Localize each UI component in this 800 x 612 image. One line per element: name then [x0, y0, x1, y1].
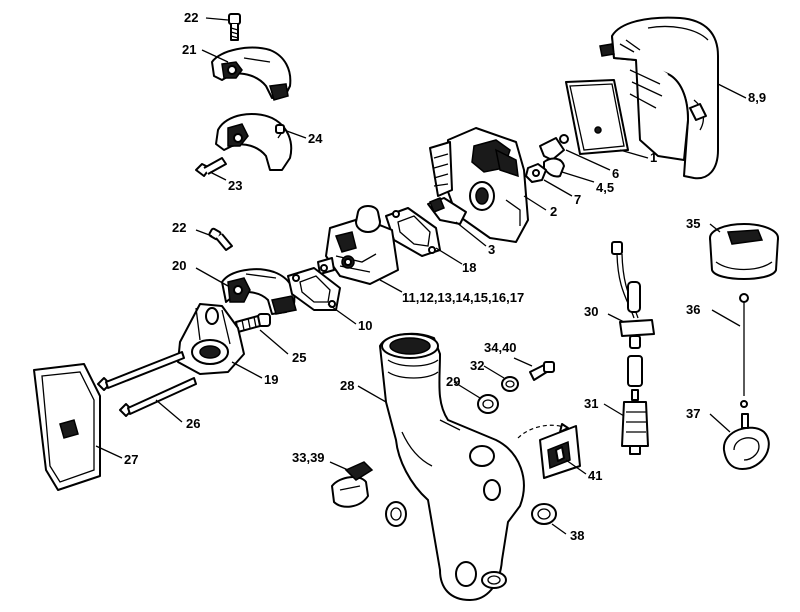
callout-4-5: 4,5 [596, 180, 614, 195]
callout-33-39: 33,39 [292, 450, 325, 465]
callout-30: 30 [584, 304, 598, 319]
part-29-grommet [477, 394, 499, 414]
part-19-manifold [177, 303, 245, 375]
part-36-retainer [739, 293, 749, 408]
part-10-gasket [287, 267, 341, 311]
callout-11-17: 11,12,13,14,15,16,17 [402, 290, 524, 305]
callout-8-9: 8,9 [748, 90, 766, 105]
callout-32: 32 [470, 358, 484, 373]
part-11-17-carburetor [317, 205, 403, 293]
part-25-screw [235, 313, 271, 333]
callout-20: 20 [172, 258, 186, 273]
part-34-40-screw [529, 361, 555, 381]
part-31-fuel-filter [621, 389, 649, 455]
callout-2: 2 [550, 204, 557, 219]
part-26-bolt-long-a [97, 351, 185, 391]
callout-22-middle: 22 [172, 220, 186, 235]
part-30-fuel-line [611, 241, 655, 387]
callout-25: 25 [292, 350, 306, 365]
part-20-shroud [221, 268, 297, 315]
callout-24: 24 [308, 131, 323, 146]
callout-26: 26 [186, 416, 200, 431]
callout-28: 28 [340, 378, 354, 393]
callout-3: 3 [488, 242, 495, 257]
part-24-shroud-lower [215, 113, 293, 171]
callout-23: 23 [228, 178, 242, 193]
callout-18: 18 [462, 260, 476, 275]
callout-36: 36 [686, 302, 700, 317]
part-6-bracket [539, 134, 569, 161]
callout-34-40: 34,40 [484, 340, 517, 355]
callout-41: 41 [588, 468, 602, 483]
part-7-nut [525, 163, 547, 183]
part-2-filter-housing [429, 127, 529, 243]
part-22-screw-top [228, 13, 241, 41]
callout-37: 37 [686, 406, 700, 421]
part-4-5-clip [543, 157, 565, 178]
callout-22-top: 22 [184, 10, 198, 25]
callout-29: 29 [446, 374, 460, 389]
part-27-heat-shield [33, 363, 101, 491]
part-21-shroud-half [211, 46, 292, 101]
callout-19: 19 [264, 372, 278, 387]
part-38-mount-left [385, 501, 407, 527]
part-33-39-clip [331, 461, 374, 508]
part-28-housing [379, 332, 525, 601]
callout-35: 35 [686, 216, 700, 231]
leader-lines [95, 17, 747, 535]
part-37-strap [722, 413, 770, 470]
part-32-fitting [501, 376, 519, 392]
part-38-mount-bottom [481, 571, 507, 589]
callout-6: 6 [612, 166, 619, 181]
part-38-mount-right [531, 503, 557, 525]
part-35-fuel-cap [709, 223, 779, 280]
part-1-air-filter [565, 79, 629, 155]
callout-7: 7 [574, 192, 581, 207]
callout-31: 31 [584, 396, 598, 411]
callout-1: 1 [650, 150, 657, 165]
part-8-9-cover [599, 16, 719, 180]
callout-38: 38 [570, 528, 584, 543]
callout-labels: 22 21 24 23 8,9 1 6 4,5 7 2 3 18 35 36 3… [124, 10, 766, 543]
part-41-label [517, 423, 581, 479]
part-23-screw [195, 157, 227, 177]
part-3-choke-lever [427, 197, 467, 225]
part-22-screw-middle [208, 227, 233, 251]
callout-10: 10 [358, 318, 372, 333]
part-26-bolt-long-b [119, 377, 197, 417]
callout-21: 21 [182, 42, 196, 57]
callout-27: 27 [124, 452, 138, 467]
